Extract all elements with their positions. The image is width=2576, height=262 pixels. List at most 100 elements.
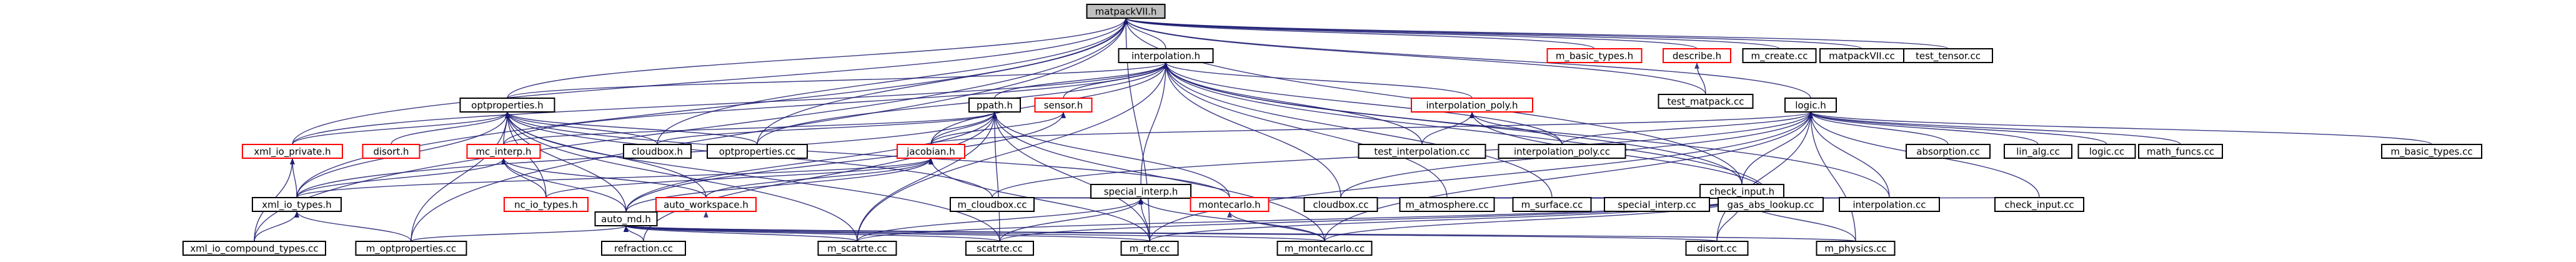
node-label: interpolation_poly.cc [1514, 146, 1610, 158]
node-xml-io-types-h[interactable]: xml_io_types.h [252, 197, 342, 212]
node-sensor-h[interactable]: sensor.h [1034, 98, 1093, 113]
node-logic-h[interactable]: logic.h [1784, 98, 1837, 113]
node-test-matpack-cc[interactable]: test_matpack.cc [1658, 94, 1754, 109]
node-box [1118, 48, 1214, 63]
node-interpolation-poly-h[interactable]: interpolation_poly.h [1411, 98, 1533, 113]
node-interpolation-cc[interactable]: interpolation.cc [1839, 197, 1940, 212]
node-box [897, 144, 965, 159]
edge-m_create_cc-to-matpackvii_h [1123, 18, 1780, 49]
node-xml-io-private-h[interactable]: xml_io_private.h [242, 144, 343, 159]
node-m-physics-cc[interactable]: m_physics.cc [1816, 241, 1896, 256]
edge-optproperties_cc-to-optproperties_h [505, 111, 758, 145]
node-matpackvii-cc[interactable]: matpackVII.cc [1819, 48, 1904, 63]
node-describe-h[interactable]: describe.h [1663, 48, 1731, 63]
node-matpackvii-h[interactable]: matpackVII.h [1086, 4, 1166, 19]
node-cloudbox-h[interactable]: cloudbox.h [623, 144, 692, 159]
node-check-input-cc[interactable]: check_input.cc [1994, 197, 2084, 212]
node-label: interpolation.h [1131, 51, 1200, 62]
node-box [2004, 144, 2072, 159]
edge-refraction_cc-to-ppath_h [643, 111, 997, 242]
edge-check_input_h-to-interpolation_h [1163, 62, 1743, 185]
node-label: sensor.h [1044, 100, 1083, 111]
edge-disort_cc-to-logic_h [1716, 111, 1813, 242]
node-box [968, 98, 1021, 113]
node-box [1303, 197, 1378, 212]
node-ppath-h[interactable]: ppath.h [968, 98, 1021, 113]
node-m-montecarlo-cc[interactable]: m_montecarlo.cc [1276, 241, 1373, 256]
edge-m_basic_types_h-to-matpackvii_h [1123, 18, 1595, 49]
node-lin-alg-cc[interactable]: lin_alg.cc [2004, 144, 2072, 159]
node-check-input-h[interactable]: check_input.h [1699, 184, 1784, 199]
node-m-scatrte-cc[interactable]: m_scatrte.cc [817, 241, 897, 256]
node-m-atmosphere-cc[interactable]: m_atmosphere.cc [1399, 197, 1495, 212]
node-interpolation-poly-cc[interactable]: interpolation_poly.cc [1498, 144, 1626, 159]
node-mc-interp-h[interactable]: mc_interp.h [466, 144, 541, 159]
node-m-basic-types-cc[interactable]: m_basic_types.cc [2381, 144, 2482, 159]
node-box [1086, 4, 1166, 19]
node-label: m_scatrte.cc [827, 243, 887, 255]
node-label: optproperties.cc [719, 146, 795, 158]
edge-scatrte_cc-to-auto_md_h [624, 225, 1000, 242]
edge-lin_alg_cc-to-logic_h [1808, 111, 2039, 145]
node-label: cloudbox.h [632, 146, 683, 158]
node-logic-cc[interactable]: logic.cc [2077, 144, 2136, 159]
node-m-rte-cc[interactable]: m_rte.cc [1120, 241, 1179, 256]
node-box [707, 144, 808, 159]
node-m-cloudbox-cc[interactable]: m_cloudbox.cc [950, 197, 1035, 212]
node-gas-abs-lookup-cc[interactable]: gas_abs_lookup.cc [1718, 197, 1824, 212]
edge-math_funcs_cc-to-logic_h [1808, 111, 2181, 145]
node-cloudbox-cc[interactable]: cloudbox.cc [1303, 197, 1378, 212]
node-label: m_cloudbox.cc [957, 199, 1027, 211]
node-math-funcs-cc[interactable]: math_funcs.cc [2138, 144, 2223, 159]
node-m-surface-cc[interactable]: m_surface.cc [1512, 197, 1592, 212]
node-box [1276, 241, 1373, 256]
edge-optproperties_cc-to-matpackvii_h [757, 18, 1128, 145]
node-m-basic-types-h[interactable]: m_basic_types.h [1546, 48, 1643, 63]
node-label: special_interp.cc [1618, 199, 1696, 211]
node-box [355, 241, 467, 256]
edge-test_interpolation_cc-to-interpolation_h [1163, 62, 1423, 145]
edge-test_matpack_cc-to-describe_h [1694, 62, 1706, 95]
edge-m_physics_cc-to-logic_h [1808, 111, 1856, 242]
node-label: m_surface.cc [1521, 199, 1583, 211]
node-optproperties-h[interactable]: optproperties.h [459, 98, 555, 113]
node-label: describe.h [1673, 51, 1721, 62]
node-scatrte-cc[interactable]: scatrte.cc [965, 241, 1034, 256]
node-xml-io-compound-types-cc[interactable]: xml_io_compound_types.cc [182, 241, 326, 256]
node-interpolation-h[interactable]: interpolation.h [1118, 48, 1214, 63]
edge-auto_md_h-to-jacobian_h [625, 158, 933, 213]
node-disort-h[interactable]: disort.h [362, 144, 420, 159]
node-box [1685, 241, 1749, 256]
edge-m_basic_types_cc-to-logic_h [1808, 111, 2432, 145]
edge-special_interp_h-to-interpolation_h [1140, 62, 1168, 185]
edge-m_physics_cc-to-auto_md_h [624, 225, 1856, 242]
node-box [182, 241, 326, 256]
edge-interpolation_poly_cc-to-logic_h [1561, 111, 1813, 145]
edge-mc_interp_h-to-ppath_h [503, 111, 997, 145]
node-test-tensor-cc[interactable]: test_tensor.cc [1903, 48, 1993, 63]
edge-cloudbox_h-to-optproperties_h [505, 111, 658, 145]
edge-xml_io_types_h-to-matpackvii_h [296, 18, 1128, 198]
node-jacobian-h[interactable]: jacobian.h [897, 144, 965, 159]
node-absorption-cc[interactable]: absorption.cc [1906, 144, 1991, 159]
node-m-optproperties-cc[interactable]: m_optproperties.cc [355, 241, 467, 256]
edge-optproperties_cc-to-interpolation_h [757, 62, 1168, 145]
node-montecarlo-h[interactable]: montecarlo.h [1190, 197, 1270, 212]
node-label: refraction.cc [614, 243, 673, 254]
edge-m_rte_cc-to-jacobian_h [928, 158, 1150, 242]
node-special-interp-h[interactable]: special_interp.h [1090, 184, 1191, 199]
node-m-create-cc[interactable]: m_create.cc [1742, 48, 1817, 63]
node-optproperties-cc[interactable]: optproperties.cc [707, 144, 808, 159]
node-test-interpolation-cc[interactable]: test_interpolation.cc [1358, 144, 1486, 159]
node-auto-md-h[interactable]: auto_md.h [594, 211, 658, 226]
node-box [2381, 144, 2482, 159]
node-box [1546, 48, 1643, 63]
node-label: math_funcs.cc [2147, 146, 2214, 158]
edge-m_scatrte_cc-to-optproperties_h [505, 111, 858, 242]
node-refraction-cc[interactable]: refraction.cc [601, 241, 686, 256]
node-disort-cc[interactable]: disort.cc [1685, 241, 1749, 256]
node-auto-workspace-h[interactable]: auto_workspace.h [655, 197, 757, 212]
node-special-interp-cc[interactable]: special_interp.cc [1604, 197, 1710, 212]
node-nc-io-types-h[interactable]: nc_io_types.h [504, 197, 589, 212]
